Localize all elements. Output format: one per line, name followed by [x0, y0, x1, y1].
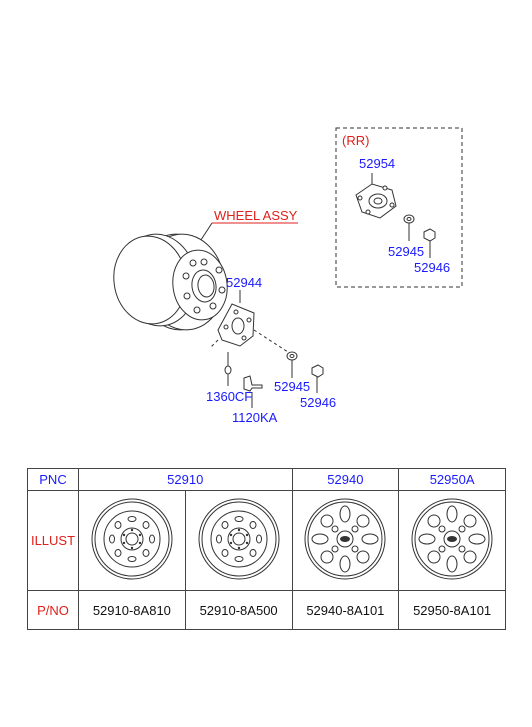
- callout-bolt-small: 1360CF: [206, 389, 253, 404]
- illust-header: ILLUST: [27, 490, 79, 591]
- illust-cell: [184, 490, 293, 591]
- alloy-wheel-icon: [304, 498, 386, 580]
- illust-row: ILLUST: [27, 490, 506, 591]
- pnc-row: PNC 52910 52940 52950A: [27, 468, 506, 491]
- steel-wheel-icon: [198, 498, 280, 580]
- rr-hub-icon: [355, 173, 397, 219]
- pnc-cell-52950a: 52950A: [398, 468, 506, 491]
- pno-row: P/NO 52910-8A810 52910-8A500 52940-8A101…: [27, 590, 506, 630]
- callout-rr-nut-b: 52946: [414, 260, 451, 275]
- pno-cell: 52940-8A101: [291, 590, 400, 630]
- callout-nut-a: 52945: [274, 379, 311, 394]
- pnc-header: PNC: [27, 468, 79, 491]
- wheel-exploded-diagram: [113, 127, 463, 408]
- rr-label: (RR): [342, 133, 370, 148]
- callout-rr-nut-a: 52945: [388, 244, 425, 259]
- pno-cell: 52910-8A810: [78, 590, 186, 630]
- callout-hub-plate: 52944: [226, 275, 263, 290]
- pnc-cell-52940: 52940: [291, 468, 400, 491]
- pno-header: P/NO: [27, 590, 79, 630]
- hub-plate-icon: [209, 290, 289, 353]
- small-bolt-icon: [224, 352, 232, 386]
- wheel-nut-icon: [286, 351, 298, 378]
- alloy-wheel-icon: [411, 498, 493, 580]
- rr-hex-nut-icon: [423, 228, 436, 258]
- steel-wheel-icon: [91, 498, 173, 580]
- steel-wheel-icon: [113, 233, 228, 331]
- callout-nut-b: 52946: [300, 395, 337, 410]
- illust-cell: [78, 490, 186, 591]
- long-bolt-icon: [243, 375, 263, 408]
- illust-cell: [291, 490, 400, 591]
- pnc-cell-52910: 52910: [78, 468, 293, 491]
- parts-table: PNC 52910 52940 52950A ILLUST: [27, 468, 506, 630]
- callout-bolt-long: 1120KA: [232, 410, 278, 425]
- hex-nut-icon: [311, 364, 324, 393]
- pno-cell: 52910-8A500: [184, 590, 293, 630]
- pno-cell: 52950-8A101: [398, 590, 506, 630]
- callout-rr-hub: 52954: [359, 156, 396, 171]
- illust-cell: [398, 490, 506, 591]
- wheel-assy-label: WHEEL ASSY: [214, 208, 298, 223]
- rr-nut-icon: [403, 214, 415, 241]
- rr-dashed-box: [335, 127, 463, 288]
